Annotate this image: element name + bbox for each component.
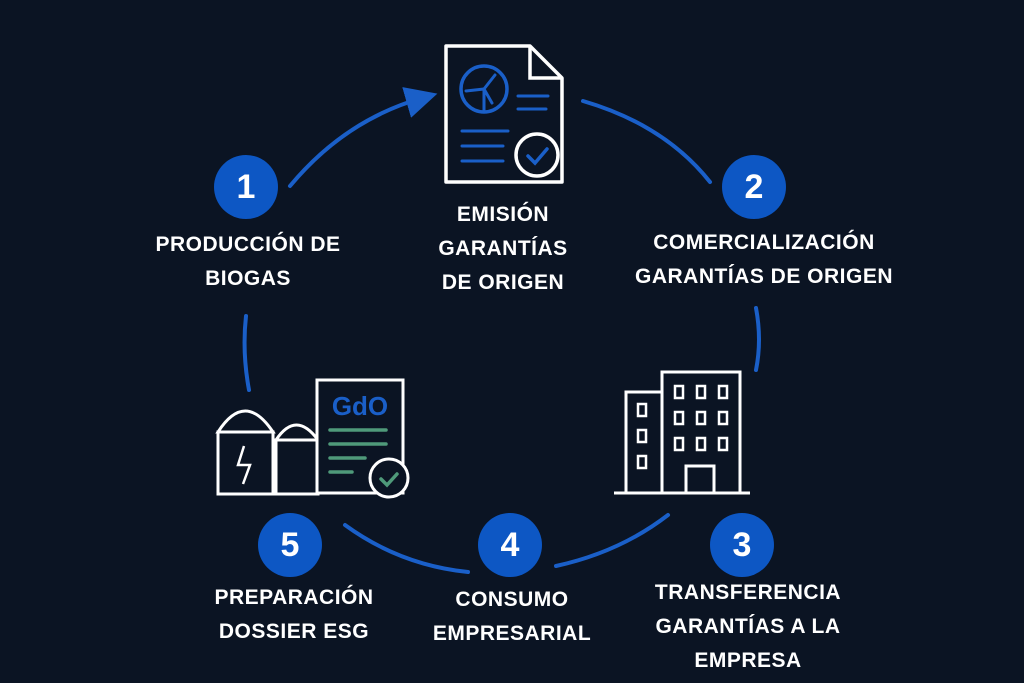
office-building-icon	[614, 370, 750, 495]
label-line: PREPARACIÓN	[214, 586, 374, 609]
step-4-badge: 4	[478, 513, 542, 577]
arrow-1-to-center	[288, 87, 438, 188]
certificate-document-wind-turbine-icon	[444, 44, 564, 184]
label-line: BIOGAS	[205, 267, 291, 290]
arc-4-to-5	[343, 523, 470, 574]
step-3-label: TRANSFERENCIA GARANTÍAS A LA EMPRESA	[655, 576, 841, 678]
label-line: CONSUMO	[455, 588, 569, 611]
label-line: COMERCIALIZACIÓN	[653, 231, 875, 254]
arc-5-to-1	[242, 314, 251, 392]
step-2-label: COMERCIALIZACIÓN GARANTÍAS DE ORIGEN	[635, 226, 893, 294]
label-line: GARANTÍAS A LA	[655, 615, 841, 638]
center-label: EMISIÓN GARANTÍAS DE ORIGEN	[438, 198, 567, 300]
step-5-label: PREPARACIÓN DOSSIER ESG	[214, 581, 373, 649]
label-line: PRODUCCIÓN DE	[155, 233, 341, 256]
step-2-badge: 2	[722, 155, 786, 219]
step-5-badge: 5	[258, 513, 322, 577]
gdo-label: GdO	[332, 391, 388, 421]
center-label-line: EMISIÓN	[456, 203, 550, 226]
arc-2-to-3	[754, 306, 761, 372]
label-line: GARANTÍAS DE ORIGEN	[634, 265, 894, 288]
label-line: EMPRESARIAL	[432, 622, 592, 645]
step-3-badge: 3	[710, 513, 774, 577]
center-label-line: DE ORIGEN	[441, 271, 565, 294]
biogas-plant-gdo-document-icon	[215, 378, 410, 499]
label-line: EMPRESA	[694, 649, 802, 672]
arc-center-to-2	[581, 99, 712, 184]
center-label-line: GARANTÍAS	[438, 237, 568, 260]
label-line: DOSSIER ESG	[218, 620, 370, 643]
step-1-badge: 1	[214, 155, 278, 219]
arc-3-to-4	[554, 513, 670, 568]
step-1-label: PRODUCCIÓN DE BIOGAS	[155, 228, 340, 296]
label-line: TRANSFERENCIA	[654, 581, 842, 604]
step-4-label: CONSUMO EMPRESARIAL	[433, 583, 591, 651]
